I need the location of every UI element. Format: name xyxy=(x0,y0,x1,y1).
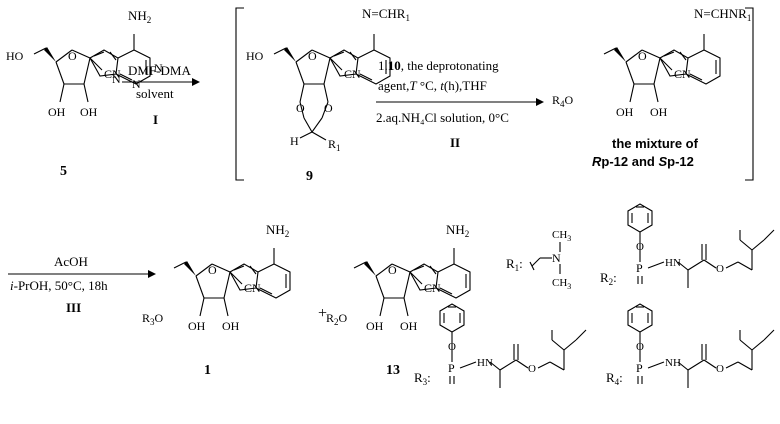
compound-12-cn: CN xyxy=(674,67,691,81)
r1-dimethylamino xyxy=(529,242,561,274)
r4-nh: NH xyxy=(665,357,681,369)
step-3-line2: i-PrOH, 50°C, 18h xyxy=(10,278,108,293)
r2-p: P xyxy=(636,261,643,275)
compound-9-h: H xyxy=(290,134,299,148)
compound-13-oh-left: OH xyxy=(366,319,384,333)
compound-9-structure xyxy=(273,33,391,141)
compound-12-oh-left: OH xyxy=(616,105,634,119)
r1-n: N xyxy=(552,251,561,265)
compound-13-oh-right: OH xyxy=(400,319,418,333)
r3-ester-o: O xyxy=(528,363,536,375)
compound-12-o: O xyxy=(638,49,647,63)
r2-phosphoramidate xyxy=(627,203,775,289)
compound-9-o-right: O xyxy=(324,101,333,115)
compound-1-label: 1 xyxy=(204,363,211,378)
compound-13-label: 13 xyxy=(386,363,400,378)
compound-5-cn: CN xyxy=(104,67,121,81)
compound-9-imine: N=CHR1 xyxy=(362,6,410,23)
step-3-reagent: AcOH xyxy=(54,254,88,269)
r3-definition-label: R3: xyxy=(414,370,431,387)
step-3-numeral: III xyxy=(66,300,81,315)
bracket-right xyxy=(745,7,754,181)
compound-5-ho: HO xyxy=(6,49,24,63)
compound-12-imine: N=CHNR1 xyxy=(694,6,751,23)
compound-13-nh2: NH2 xyxy=(446,222,469,239)
compound-13-structure xyxy=(353,247,471,317)
compound-1-structure xyxy=(173,247,291,317)
compound-5-n2: N xyxy=(132,77,141,91)
r2-nh: HN xyxy=(665,257,681,269)
r4-o: O xyxy=(636,341,644,353)
step-1-solvent: solvent xyxy=(136,86,174,101)
r1-ch3-bottom: CH3 xyxy=(552,277,571,291)
compound-12-r4o: R4O xyxy=(552,93,574,109)
step-1-numeral: I xyxy=(153,112,158,127)
compound-5-label: 5 xyxy=(60,164,67,179)
r4-ester-o: O xyxy=(716,363,724,375)
compound-9-ho: HO xyxy=(246,49,264,63)
compound-9-label: 9 xyxy=(306,169,313,184)
r3-p: P xyxy=(448,361,455,375)
step-1-reagent: DMF-DMA xyxy=(128,63,191,78)
compound-5-oh-left: OH xyxy=(48,105,66,119)
compound-12-structure xyxy=(603,33,721,103)
compound-1-o: O xyxy=(208,263,217,277)
r3-o: O xyxy=(448,341,456,353)
compound-12-mixture-line1: the mixture of xyxy=(612,136,699,151)
r2-definition-label: R2: xyxy=(600,270,617,287)
compound-5-o: O xyxy=(68,49,77,63)
compound-9-o-left: O xyxy=(296,101,305,115)
compound-5-n3: N xyxy=(154,61,163,75)
compound-13-cn: CN xyxy=(424,281,441,295)
plus-sign: + xyxy=(318,305,327,322)
step-2-line2: agent,T °C, t(h),THF xyxy=(378,78,487,93)
compound-1-cn: CN xyxy=(244,281,261,295)
compound-9-r1: R1 xyxy=(328,137,341,153)
r3-nh: HN xyxy=(477,357,493,369)
r1-definition-label: R1: xyxy=(506,256,523,273)
compound-9-cn: CN xyxy=(344,67,361,81)
bracket-left xyxy=(235,7,244,181)
compound-12-mixture-line2: Rp-12 and Sp-12 xyxy=(592,154,694,169)
compound-1-oh-left: OH xyxy=(188,319,206,333)
compound-12-oh-right: OH xyxy=(650,105,668,119)
r4-definition-label: R4: xyxy=(606,370,623,387)
step-2-line3: 2.aq.NH₄Cl solution, 0°C xyxy=(376,110,509,125)
r2-o: O xyxy=(636,241,644,253)
compound-1-nh2: NH2 xyxy=(266,222,289,239)
compound-13-o: O xyxy=(388,263,397,277)
r2-ester-o: O xyxy=(716,263,724,275)
compound-5-oh-right: OH xyxy=(80,105,98,119)
step-2-numeral: II xyxy=(450,135,460,150)
compound-1-oh-right: OH xyxy=(222,319,240,333)
step-2-line1: 1.10, the deprotonating xyxy=(378,58,499,73)
r4-p: P xyxy=(636,361,643,375)
compound-9-o: O xyxy=(308,49,317,63)
r3-phosphoramidate xyxy=(439,303,587,389)
compound-5-n1: N xyxy=(112,72,121,86)
compound-1-r3o: R3O xyxy=(142,311,164,327)
r4-phosphoramidate xyxy=(627,303,775,389)
r1-ch3-top: CH3 xyxy=(552,229,571,243)
compound-13-r2o: R2O xyxy=(326,311,348,327)
compound-5-nh2: NH2 xyxy=(128,8,151,25)
